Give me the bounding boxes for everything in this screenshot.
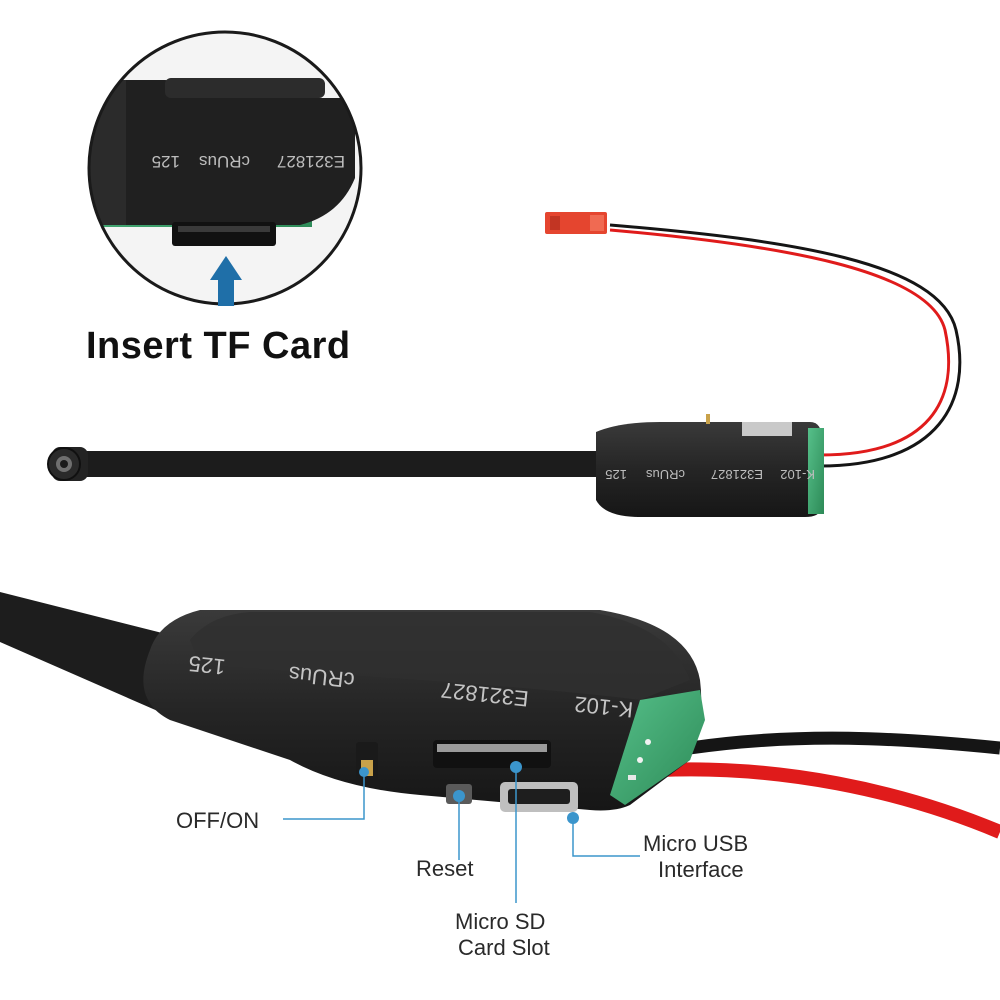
module-markings: K-102 E321827 cRUus 125 [605,467,815,482]
camera-assembly-overview: K-102 E321827 cRUus 125 [47,212,962,517]
insert-arrow-icon [210,256,242,306]
reset-dot [453,790,465,802]
insert-tf-card-caption: Insert TF Card [86,325,351,367]
off-on-dot [359,767,369,777]
svg-text:K-102: K-102 [573,691,634,722]
zoomed-markings: E321827 cRUus 125 [152,152,345,171]
camera-lens [47,447,88,481]
svg-text:E321827: E321827 [277,152,345,171]
callout-dots [359,761,579,824]
svg-text:K-102: K-102 [780,467,815,482]
svg-text:125: 125 [152,152,180,171]
micro-sd-slot [433,740,551,768]
micro-usb-port [500,782,578,812]
micro-sd-dot [510,761,522,773]
power-connector [545,212,607,234]
micro-sd-label-line1: Micro SD [455,909,546,934]
micro-usb-dot [567,812,579,824]
callout-lines [283,767,640,903]
zoomed-module-body [90,80,355,225]
svg-text:E321827: E321827 [711,467,763,482]
reset-label: Reset [416,856,474,881]
svg-text:125: 125 [187,651,226,680]
micro-usb-label-line2: Interface [658,857,744,882]
svg-text:125: 125 [605,467,627,482]
closeup-flex-cable [0,592,190,712]
zoomed-tf-card-slot [172,222,276,246]
svg-text:cRUus: cRUus [645,467,685,482]
zoom-inset: E321827 cRUus 125 [87,30,363,306]
flex-cable [70,451,600,477]
micro-sd-label-line2: Card Slot [458,935,550,960]
module-closeup: K-102 E321827 cRUus 125 [0,592,1000,839]
svg-text:cRUus: cRUus [199,152,250,171]
off-on-label: OFF/ON [176,808,260,833]
micro-usb-label-line1: Micro USB [643,831,749,856]
